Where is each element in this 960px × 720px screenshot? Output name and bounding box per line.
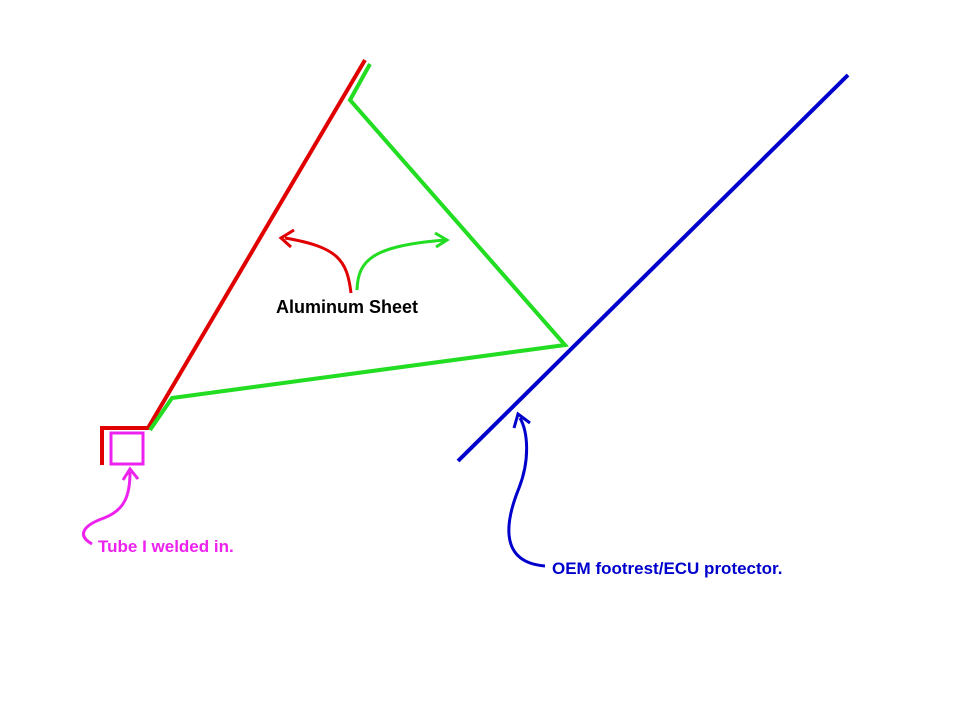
magenta-arrowhead-icon (121, 466, 140, 481)
aluminum-sheet-label: Aluminum Sheet (276, 297, 418, 317)
oem-protector-label: OEM footrest/ECU protector. (552, 559, 782, 578)
blue-arrow-curve (507, 417, 546, 568)
blue-arrowhead-icon (512, 411, 531, 429)
green-arrowhead-icon (434, 231, 450, 249)
red-bracket-line (100, 58, 367, 465)
magenta-arrow-curve (82, 471, 132, 546)
red-arrowhead-icon (278, 228, 295, 249)
red-arrow-curve (284, 236, 353, 294)
green-sheet-outline (148, 63, 569, 432)
green-arrow-curve (355, 238, 446, 291)
magenta-tube-square (109, 431, 145, 466)
tube-label: Tube I welded in. (98, 537, 234, 556)
blue-oem-line (456, 73, 850, 463)
